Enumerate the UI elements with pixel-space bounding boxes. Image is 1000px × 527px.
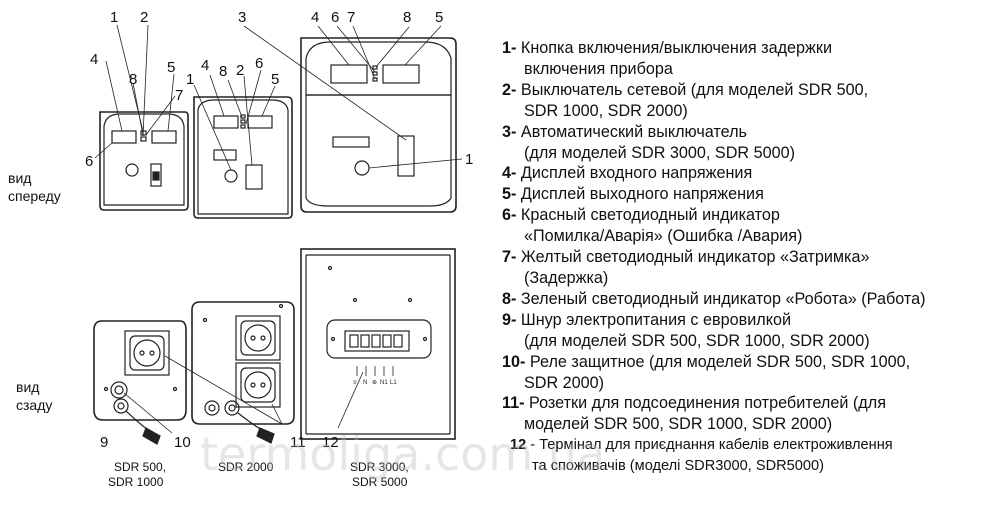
legend-text: Шнур электропитания с евровилкой	[520, 310, 792, 329]
legend-text: Розетки для подсоединения потребителей (…	[529, 394, 886, 413]
legend-text: Кнопка включения/выключения задержки	[520, 39, 832, 57]
callout-12: 12	[322, 434, 339, 451]
legend-text: Дисплей выходного напряжения	[520, 185, 764, 204]
legend-number: 11-	[502, 394, 525, 413]
legend-item-3: 3- Автоматический выключатель	[502, 122, 998, 143]
legend-text: - Термінал для приєднання кабелів електр…	[530, 437, 893, 454]
callout-10: 10	[174, 434, 191, 451]
terminal-mark: ≡	[353, 380, 357, 386]
device-diagram: 1 2 4 8 5 7 6 4 8 2 6 1 5 3 4 6 7 8 5 1 …	[8, 9, 473, 489]
callout-8: 8	[219, 63, 227, 80]
legend-item-6: 6- Красный светодиодный индикатор	[502, 205, 998, 226]
callout-8: 8	[129, 71, 137, 88]
legend-text: Желтый светодиодный индикатор «Затримка»	[520, 248, 870, 267]
callout-7: 7	[347, 9, 355, 26]
legend-text: Дисплей входного напряжения	[520, 164, 753, 183]
callout-5: 5	[167, 59, 175, 76]
rear-view-label: сзаду	[16, 397, 52, 413]
legend-item-7-cont: (Задержка)	[502, 268, 998, 289]
callout-9: 9	[100, 434, 108, 451]
callout-2: 2	[236, 62, 244, 79]
callout-2: 2	[140, 9, 148, 26]
legend-text: Выключатель сетевой (для моделей SDR 500…	[520, 80, 869, 99]
legend-item-10: 10- Реле защитное (для моделей SDR 500, …	[502, 352, 998, 373]
legend-text: «Помилка/Аварія» (Ошибка /Авария)	[524, 227, 803, 246]
legend-number: 4-	[502, 164, 517, 183]
legend-item-1-cont: включения прибора	[502, 59, 998, 80]
legend-text: (для моделей SDR 500, SDR 1000, SDR 2000…	[524, 331, 870, 350]
legend-text: та споживачів (моделі SDR3000, SDR5000)	[532, 458, 824, 475]
callout-5: 5	[435, 9, 443, 26]
legend-number: 12	[510, 437, 527, 454]
callout-4: 4	[201, 57, 209, 74]
legend-item-4: 4- Дисплей входного напряжения	[502, 163, 998, 184]
legend-number: 8-	[502, 289, 517, 308]
terminal-mark: L1	[390, 380, 397, 386]
legend-text: SDR 2000)	[524, 373, 605, 392]
front-view-label: вид	[8, 170, 31, 186]
legend-item-9-cont: (для моделей SDR 500, SDR 1000, SDR 2000…	[502, 331, 998, 352]
front-medium-unit	[193, 96, 293, 219]
legend-item-2: 2- Выключатель сетевой (для моделей SDR …	[502, 80, 998, 101]
front-view-label: спереду	[8, 188, 61, 204]
model-caption: SDR 2000	[218, 460, 274, 474]
legend-text: (Задержка)	[524, 268, 609, 287]
legend-item-8: 8- Зеленый светодиодный индикатор «Робот…	[502, 289, 998, 310]
model-caption: SDR 5000	[352, 475, 408, 489]
legend-number: 10-	[502, 352, 526, 371]
callout-6: 6	[85, 153, 93, 170]
callout-6: 6	[255, 55, 263, 72]
callout-1: 1	[186, 71, 194, 88]
rear-large-unit	[300, 248, 456, 440]
callout-5: 5	[271, 71, 279, 88]
legend-number: 1-	[502, 39, 517, 57]
callout-4: 4	[90, 51, 98, 68]
front-small-unit	[99, 111, 189, 211]
model-caption: SDR 1000	[108, 475, 164, 489]
legend-text: моделей SDR 500, SDR 1000, SDR 2000)	[524, 415, 833, 434]
callout-1: 1	[110, 9, 118, 26]
rear-view-label: вид	[16, 379, 39, 395]
legend-item-6-cont: «Помилка/Аварія» (Ошибка /Авария)	[502, 226, 998, 247]
legend-number: 2-	[502, 80, 517, 99]
legend-item-11: 11- Розетки для подсоединения потребител…	[502, 393, 998, 414]
legend-number: 3-	[502, 122, 517, 141]
callout-11: 11	[290, 434, 306, 451]
legend-number: 9-	[502, 310, 517, 329]
legend-text: Реле защитное (для моделей SDR 500, SDR …	[529, 352, 911, 371]
legend-item-12-cont: та споживачів (моделі SDR3000, SDR5000)	[510, 456, 998, 477]
legend-item-10-cont: SDR 2000)	[502, 373, 998, 394]
legend-number: 7-	[502, 248, 517, 267]
callout-6: 6	[331, 9, 339, 26]
terminal-mark: N1	[380, 380, 388, 386]
callout-1: 1	[465, 151, 473, 168]
legend-item-12: 12 - Термінал для приєднання кабелів еле…	[510, 435, 998, 456]
callout-4: 4	[311, 9, 319, 26]
legend-text: SDR 1000, SDR 2000)	[524, 101, 688, 120]
model-caption: SDR 3000,	[350, 460, 409, 474]
legend-item-1: 1- Кнопка включения/выключения задержки	[502, 38, 998, 59]
legend-item-9: 9- Шнур электропитания с евровилкой	[502, 310, 998, 331]
model-caption: SDR 500,	[114, 460, 166, 474]
callout-3: 3	[238, 9, 246, 26]
legend-text: Автоматический выключатель	[520, 122, 747, 141]
legend-item-2-cont: SDR 1000, SDR 2000)	[502, 101, 998, 122]
terminal-mark: ⊕	[372, 380, 377, 386]
legend-text: включения прибора	[524, 59, 673, 78]
legend-item-3-cont: (для моделей SDR 3000, SDR 5000)	[502, 143, 998, 164]
legend-item-7: 7- Желтый светодиодный индикатор «Затрим…	[502, 247, 998, 268]
legend-number: 5-	[502, 185, 517, 204]
legend-text: Зеленый светодиодный индикатор «Робота» …	[520, 289, 926, 308]
legend-number: 6-	[502, 206, 517, 225]
legend-item-5: 5- Дисплей выходного напряжения	[502, 184, 998, 205]
callout-8: 8	[403, 9, 411, 26]
rear-medium-unit	[191, 301, 295, 444]
callout-7: 7	[175, 87, 183, 104]
rear-small-unit	[93, 320, 187, 445]
legend-text: Красный светодиодный индикатор	[520, 206, 780, 225]
legend-text: (для моделей SDR 3000, SDR 5000)	[524, 143, 795, 162]
legend-item-11-cont: моделей SDR 500, SDR 1000, SDR 2000)	[502, 414, 998, 435]
terminal-mark: N	[363, 380, 367, 386]
